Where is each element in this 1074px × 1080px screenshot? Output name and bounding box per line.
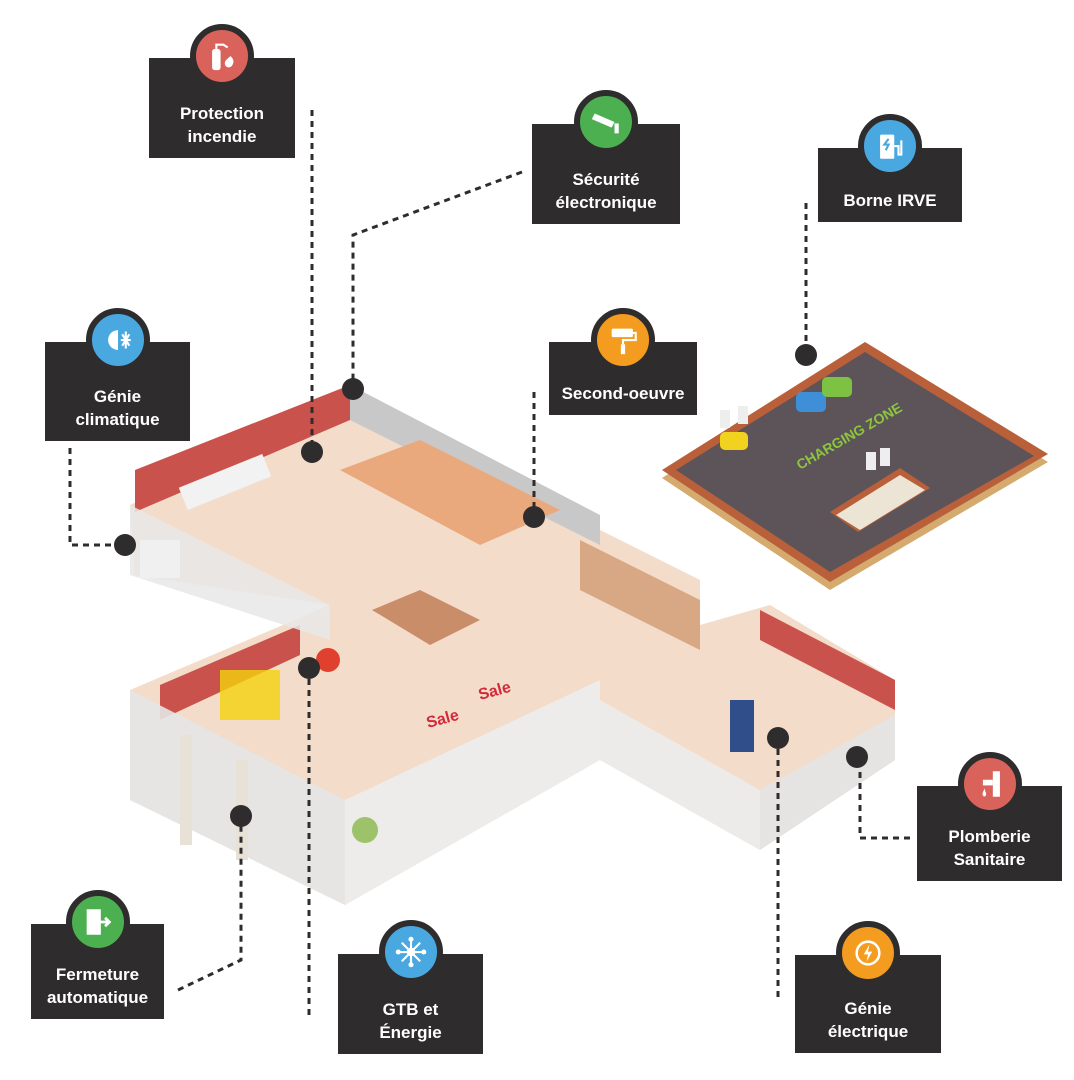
callout-borne-irve: Borne IRVE (818, 114, 962, 222)
callout-label: Fermeture automatique (46, 965, 149, 1007)
mannequin (316, 648, 340, 672)
security-gate (180, 735, 192, 845)
security-camera-icon (574, 90, 638, 154)
technician (730, 700, 754, 752)
callout-label: Second-oeuvre (561, 384, 685, 403)
faucet-icon (957, 752, 1022, 816)
callout-protection-incendie: Protection incendie (149, 24, 295, 158)
paint-roller-icon (591, 308, 655, 372)
charger (720, 410, 730, 428)
callout-label: Génie électrique (827, 999, 909, 1041)
callout-securite-electronique: Sécurité électronique (532, 90, 680, 224)
air-conditioner (178, 454, 272, 510)
sun-snowflake-icon (85, 308, 150, 372)
callout-label: Borne IRVE (843, 191, 937, 210)
callout-genie-electrique: Génie électrique (795, 921, 941, 1053)
callout-label: Sécurité électronique (555, 170, 657, 212)
ac-outdoor-unit (140, 540, 180, 578)
door-exit-icon (65, 890, 130, 954)
connector-lines (68, 110, 910, 1015)
callout-fermeture-automatique: Fermeture automatique (31, 890, 164, 1019)
callout-plomberie-sanitaire: Plomberie Sanitaire (917, 752, 1062, 881)
clothing-rack (220, 670, 280, 720)
connector-dots (114, 344, 868, 827)
callout-gtb-energie: GTB et Énergie (338, 920, 483, 1054)
store-building: Sale Sale (130, 385, 895, 905)
callout-label: GTB et Énergie (379, 1000, 442, 1042)
fire-extinguisher-icon (190, 24, 254, 88)
ev-charger-icon (858, 114, 922, 178)
callout-label: Protection incendie (179, 104, 265, 146)
car-yellow (720, 432, 748, 450)
plant (352, 817, 378, 843)
charger (738, 406, 748, 424)
car-blue (796, 392, 826, 412)
callout-genie-climatique: Génie climatique (45, 308, 190, 441)
charger (866, 452, 876, 470)
parking-lot: CHARGING ZONE (662, 342, 1048, 590)
lightning-cycle-icon (836, 921, 900, 985)
callout-label: Plomberie Sanitaire (948, 827, 1031, 869)
network-hub-icon (378, 920, 443, 984)
car-green (822, 377, 852, 397)
charger (880, 448, 890, 466)
callout-second-oeuvre: Second-oeuvre (549, 308, 697, 415)
callout-label: Génie climatique (75, 387, 160, 429)
